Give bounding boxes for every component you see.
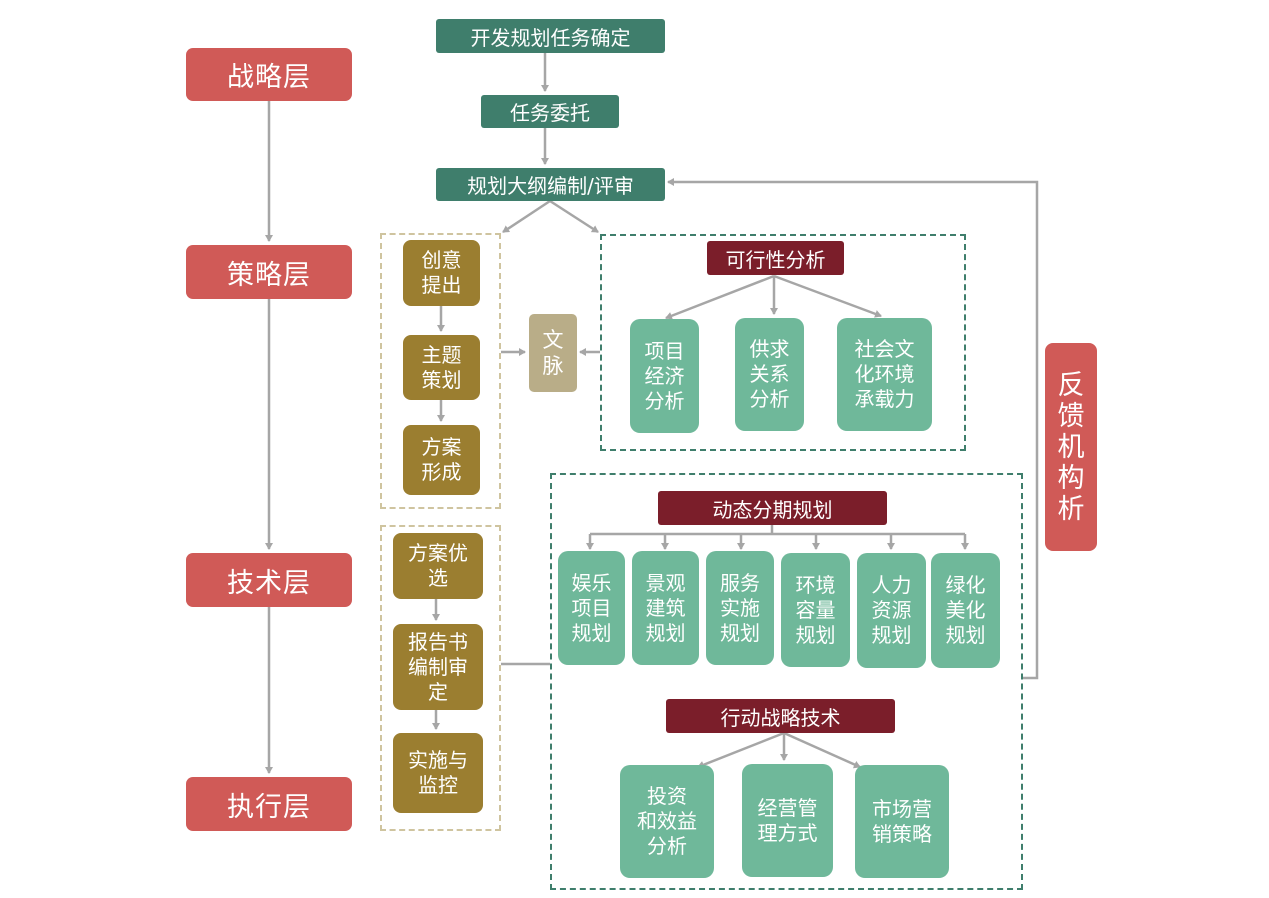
action-strategy-title: 行动战略技术 [666, 699, 895, 733]
dynamic-item: 绿化 美化 规划 [931, 553, 1000, 668]
action-item: 市场营 销策略 [855, 765, 949, 878]
layer-execution: 执行层 [186, 777, 352, 831]
layer-tactics: 策略层 [186, 245, 352, 299]
dynamic-item: 娱乐 项目 规划 [558, 551, 625, 665]
dynamic-item: 环境 容量 规划 [781, 553, 850, 667]
task-confirm-box: 开发规划任务确定 [436, 19, 665, 53]
layer-technique: 技术层 [186, 553, 352, 607]
dynamic-item: 人力 资源 规划 [857, 553, 926, 668]
feedback-mechanism-box: 反 馈 机 构 析 [1045, 343, 1097, 551]
feasibility-item: 供求 关系 分析 [735, 318, 804, 431]
context-box: 文 脉 [529, 314, 577, 392]
outline-review-box: 规划大纲编制/评审 [436, 168, 665, 201]
optimize-box: 方案优 选 [393, 533, 483, 599]
creative-group-frame [380, 233, 501, 509]
idea-box: 创意 提出 [403, 240, 480, 306]
feasibility-item: 社会文 化环境 承载力 [837, 318, 932, 431]
dynamic-planning-title: 动态分期规划 [658, 491, 887, 525]
layer-strategy: 战略层 [186, 48, 352, 101]
report-box: 报告书 编制审 定 [393, 624, 483, 710]
feasibility-title: 可行性分析 [707, 241, 844, 275]
implement-box: 实施与 监控 [393, 733, 483, 813]
dynamic-item: 服务 实施 规划 [706, 551, 774, 665]
dynamic-item: 景观 建筑 规划 [632, 551, 699, 665]
theme-box: 主题 策划 [403, 335, 480, 400]
task-delegate-box: 任务委托 [481, 95, 619, 128]
action-item: 投资 和效益 分析 [620, 765, 714, 878]
planning-group-frame [550, 473, 1023, 890]
scheme-box: 方案 形成 [403, 425, 480, 495]
feasibility-item: 项目 经济 分析 [630, 319, 699, 433]
execution-group-frame [380, 525, 501, 831]
action-item: 经营管 理方式 [742, 764, 833, 877]
feasibility-group-frame [600, 234, 966, 451]
